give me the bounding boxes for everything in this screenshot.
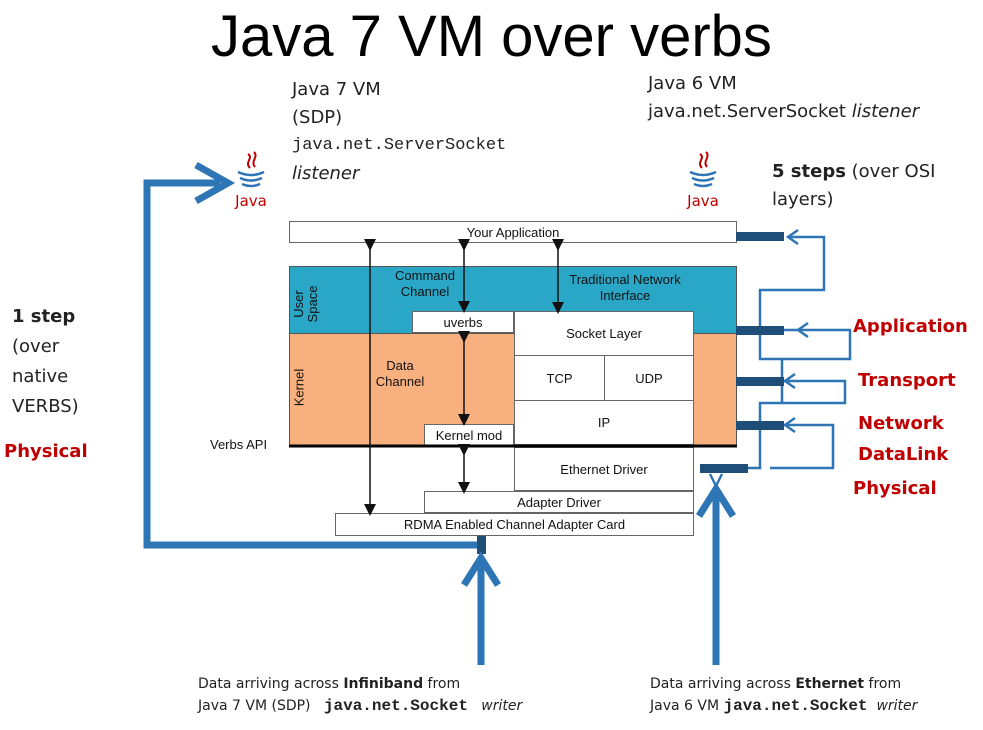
one-step-line3: VERBS) bbox=[12, 396, 79, 417]
layer-application-label: Application bbox=[853, 316, 968, 337]
infiniband-arrowhead bbox=[461, 551, 501, 587]
java6-line1: Java 6 VM bbox=[648, 73, 737, 94]
java6-caption: Java 6 VM java.net.ServerSocket listener bbox=[648, 70, 919, 126]
infiniband-label: Infiniband bbox=[343, 676, 424, 692]
adapter-driver-box: Adapter Driver bbox=[424, 491, 694, 513]
one-step-line2: native bbox=[12, 366, 69, 387]
one-step-arrowhead bbox=[194, 161, 236, 205]
data-channel-label: Data Channel bbox=[375, 358, 425, 389]
traditional-network-label: Traditional Network Interface bbox=[569, 272, 681, 303]
five-steps-caption: 5 steps (over OSI layers) bbox=[772, 158, 935, 214]
five-steps-connectors bbox=[700, 232, 784, 473]
five-steps-bold: 5 steps bbox=[772, 161, 846, 182]
tcp-box: TCP bbox=[514, 355, 605, 401]
java7-caption: Java 7 VM (SDP) java.net.ServerSocket li… bbox=[292, 76, 506, 188]
java-cup-icon bbox=[689, 151, 717, 188]
layer-transport-label: Transport bbox=[858, 370, 956, 391]
ethernet-arrowhead bbox=[696, 482, 736, 518]
verbs-api-label: Verbs API bbox=[210, 437, 268, 452]
java-cup-icon bbox=[237, 151, 265, 188]
rdma-card-box: RDMA Enabled Channel Adapter Card bbox=[335, 513, 694, 536]
java-logo-right-text: Java bbox=[687, 192, 719, 210]
bottom-right-caption: Data arriving across Ethernet from Java … bbox=[650, 676, 918, 715]
infiniband-connector bbox=[477, 536, 486, 554]
java6-class: java.net.ServerSocket bbox=[648, 101, 846, 122]
five-steps-arrowheads bbox=[708, 228, 809, 489]
five-steps-line2: layers) bbox=[772, 189, 834, 210]
bottom-left-caption: Data arriving across Infiniband from Jav… bbox=[198, 676, 523, 715]
one-step-bold: 1 step bbox=[12, 306, 76, 327]
five-steps-rest: (over OSI bbox=[845, 161, 936, 182]
one-step-line1: (over bbox=[12, 336, 60, 357]
layer-datalink-label: DataLink bbox=[858, 444, 949, 465]
java-logo-left: Java bbox=[226, 150, 276, 210]
udp-box: UDP bbox=[604, 355, 694, 401]
one-step-caption: 1 step (over native VERBS) bbox=[12, 302, 79, 422]
left-physical-label: Physical bbox=[4, 441, 88, 462]
command-channel-label: Command Channel bbox=[395, 268, 455, 299]
java-logo-right: Java bbox=[678, 150, 728, 210]
java-logo-left-text: Java bbox=[235, 192, 267, 210]
java6-role: listener bbox=[851, 101, 920, 122]
java7-line1: Java 7 VM bbox=[292, 79, 381, 100]
five-steps-path bbox=[716, 235, 852, 470]
one-step-path bbox=[143, 179, 481, 549]
layer-physical-label: Physical bbox=[853, 478, 937, 499]
layer-network-label: Network bbox=[858, 413, 944, 434]
page-title: Java 7 VM over verbs bbox=[211, 4, 772, 69]
java7-line2: (SDP) bbox=[292, 107, 343, 128]
java7-role: listener bbox=[292, 163, 360, 184]
ethernet-label: Ethernet bbox=[795, 676, 865, 692]
java7-class: java.net.ServerSocket bbox=[292, 136, 507, 155]
